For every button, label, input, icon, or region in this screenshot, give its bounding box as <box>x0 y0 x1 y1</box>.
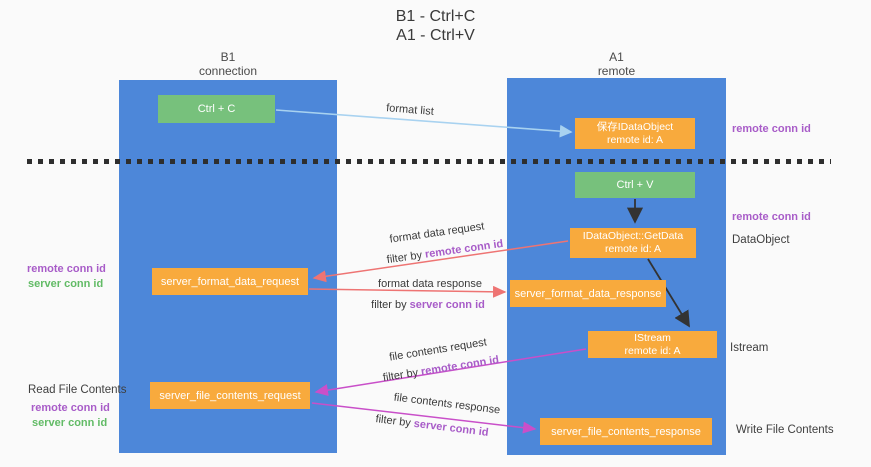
left-server-conn-id-upper: server conn id <box>28 278 104 290</box>
lane-b1-role: connection <box>198 64 258 78</box>
file-contents-response-label: file contents response <box>393 391 501 417</box>
read-file-contents-label: Read File Contents <box>28 384 127 396</box>
ctrl-v-node: Ctrl + V <box>575 172 695 198</box>
save-idataobject-node: 保存IDataObject remote id: A <box>575 118 695 149</box>
remote-conn-id-key: remote conn id <box>424 237 504 261</box>
left-remote-conn-id-lower: remote conn id <box>31 402 110 414</box>
server-format-data-request-node: server_format_data_request <box>152 268 308 295</box>
istream-line2: remote id: A <box>624 344 681 357</box>
save-idataobject-line1: 保存IDataObject <box>596 120 674 133</box>
lane-header-a1: A1 remote <box>507 50 726 78</box>
file-contents-response-filter-label: filter by server conn id <box>375 413 489 439</box>
lane-a1-role: remote <box>597 64 636 78</box>
getdata-line1: IDataObject::GetData <box>582 230 684 242</box>
format-data-response-filter-label: filter by server conn id <box>371 299 485 311</box>
istream-side-label: Istream <box>730 342 769 354</box>
ctrl-c-node: Ctrl + C <box>158 95 275 123</box>
session-separator-dashed-line <box>27 159 831 164</box>
diagram-title: B1 - Ctrl+C A1 - Ctrl+V <box>0 7 871 45</box>
format-list-label: format list <box>385 102 435 118</box>
server-file-contents-response-node: server_file_contents_response <box>540 418 712 445</box>
left-remote-conn-id-upper: remote conn id <box>27 263 106 275</box>
idataobject-getdata-node: IDataObject::GetData remote id: A <box>570 228 696 258</box>
server-format-data-request-label: server_format_data_request <box>160 275 300 288</box>
server-conn-id-key: server conn id <box>409 299 485 311</box>
filter-by-text: filter by <box>382 366 423 385</box>
ctrl-v-label: Ctrl + V <box>616 179 654 191</box>
lane-header-b1: B1 connection <box>119 50 337 78</box>
title-line-b1: B1 - Ctrl+C <box>395 8 476 25</box>
lane-b1-name: B1 <box>220 50 236 64</box>
title-line-a1: A1 - Ctrl+V <box>396 27 475 44</box>
server-file-contents-response-label: server_file_contents_response <box>551 425 701 438</box>
server-file-contents-request-label: server_file_contents_request <box>159 389 301 402</box>
istream-node: IStream remote id: A <box>588 331 717 358</box>
save-idataobject-line2: remote id: A <box>606 133 664 146</box>
server-conn-id-key: server conn id <box>413 417 490 439</box>
remote-conn-id-label-top: remote conn id <box>732 123 811 135</box>
remote-conn-id-label-mid: remote conn id <box>732 211 811 223</box>
server-format-data-response-node: server_format_data_response <box>510 280 666 307</box>
filter-by-text: filter by <box>374 413 415 430</box>
filter-by-text: filter by <box>371 299 410 311</box>
write-file-contents-label: Write File Contents <box>736 424 834 436</box>
dataobject-label: DataObject <box>732 234 790 246</box>
format-data-response-label: format data response <box>378 278 482 290</box>
remote-conn-id-key: remote conn id <box>420 353 500 379</box>
getdata-line2: remote id: A <box>604 243 662 255</box>
server-file-contents-request-node: server_file_contents_request <box>150 382 310 409</box>
istream-line1: IStream <box>634 331 671 344</box>
filter-by-text: filter by <box>386 248 426 267</box>
ctrl-c-label: Ctrl + C <box>197 103 236 115</box>
left-server-conn-id-lower: server conn id <box>32 417 108 429</box>
lane-a1-name: A1 <box>609 50 624 64</box>
server-format-data-response-label: server_format_data_response <box>514 287 662 300</box>
